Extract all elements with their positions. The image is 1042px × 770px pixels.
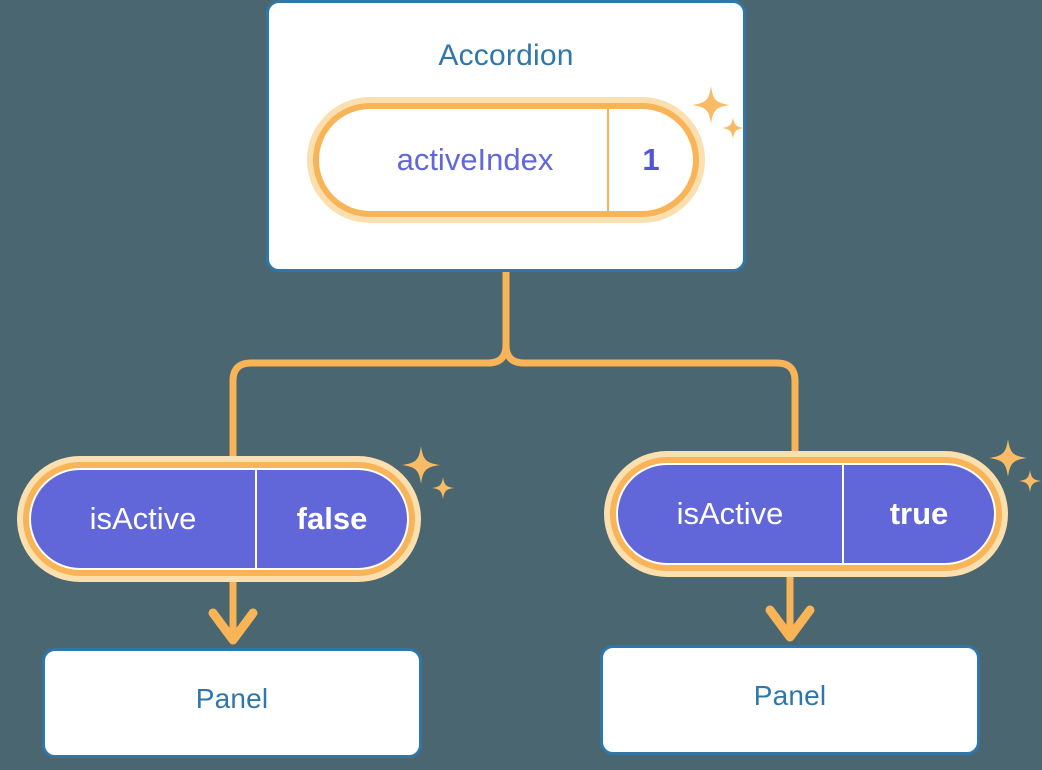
pill-divider: [607, 109, 609, 211]
pill-value-label: false: [296, 501, 368, 536]
sparkle-star-large: [402, 446, 440, 484]
state-pill-is-active-true[interactable]: isActive true: [604, 451, 1008, 577]
sparkle-star-small: [1019, 470, 1041, 492]
sparkle-star-small: [432, 477, 454, 499]
pill-divider: [842, 465, 844, 563]
panel-card-right[interactable]: Panel: [600, 645, 980, 755]
pill-body: activeIndex 1: [319, 109, 693, 211]
pill-body: isActive true: [616, 463, 996, 565]
panel-title: Panel: [195, 683, 269, 714]
pill-value-label: 1: [642, 142, 660, 177]
pill-divider: [255, 470, 257, 568]
state-pill-is-active-false[interactable]: isActive false: [17, 456, 421, 582]
pill-body: isActive false: [29, 468, 409, 570]
panel-card-left[interactable]: Panel: [42, 648, 422, 758]
accordion-title: Accordion: [438, 39, 574, 72]
pill-key-label: isActive: [89, 501, 197, 536]
panel-title: Panel: [753, 680, 827, 711]
state-pill-active-index[interactable]: activeIndex 1: [307, 97, 705, 223]
sparkle-star-large: [989, 439, 1027, 477]
pill-value-label: true: [889, 496, 949, 531]
pill-key-label: activeIndex: [396, 142, 554, 177]
pill-key-label: isActive: [676, 496, 784, 531]
